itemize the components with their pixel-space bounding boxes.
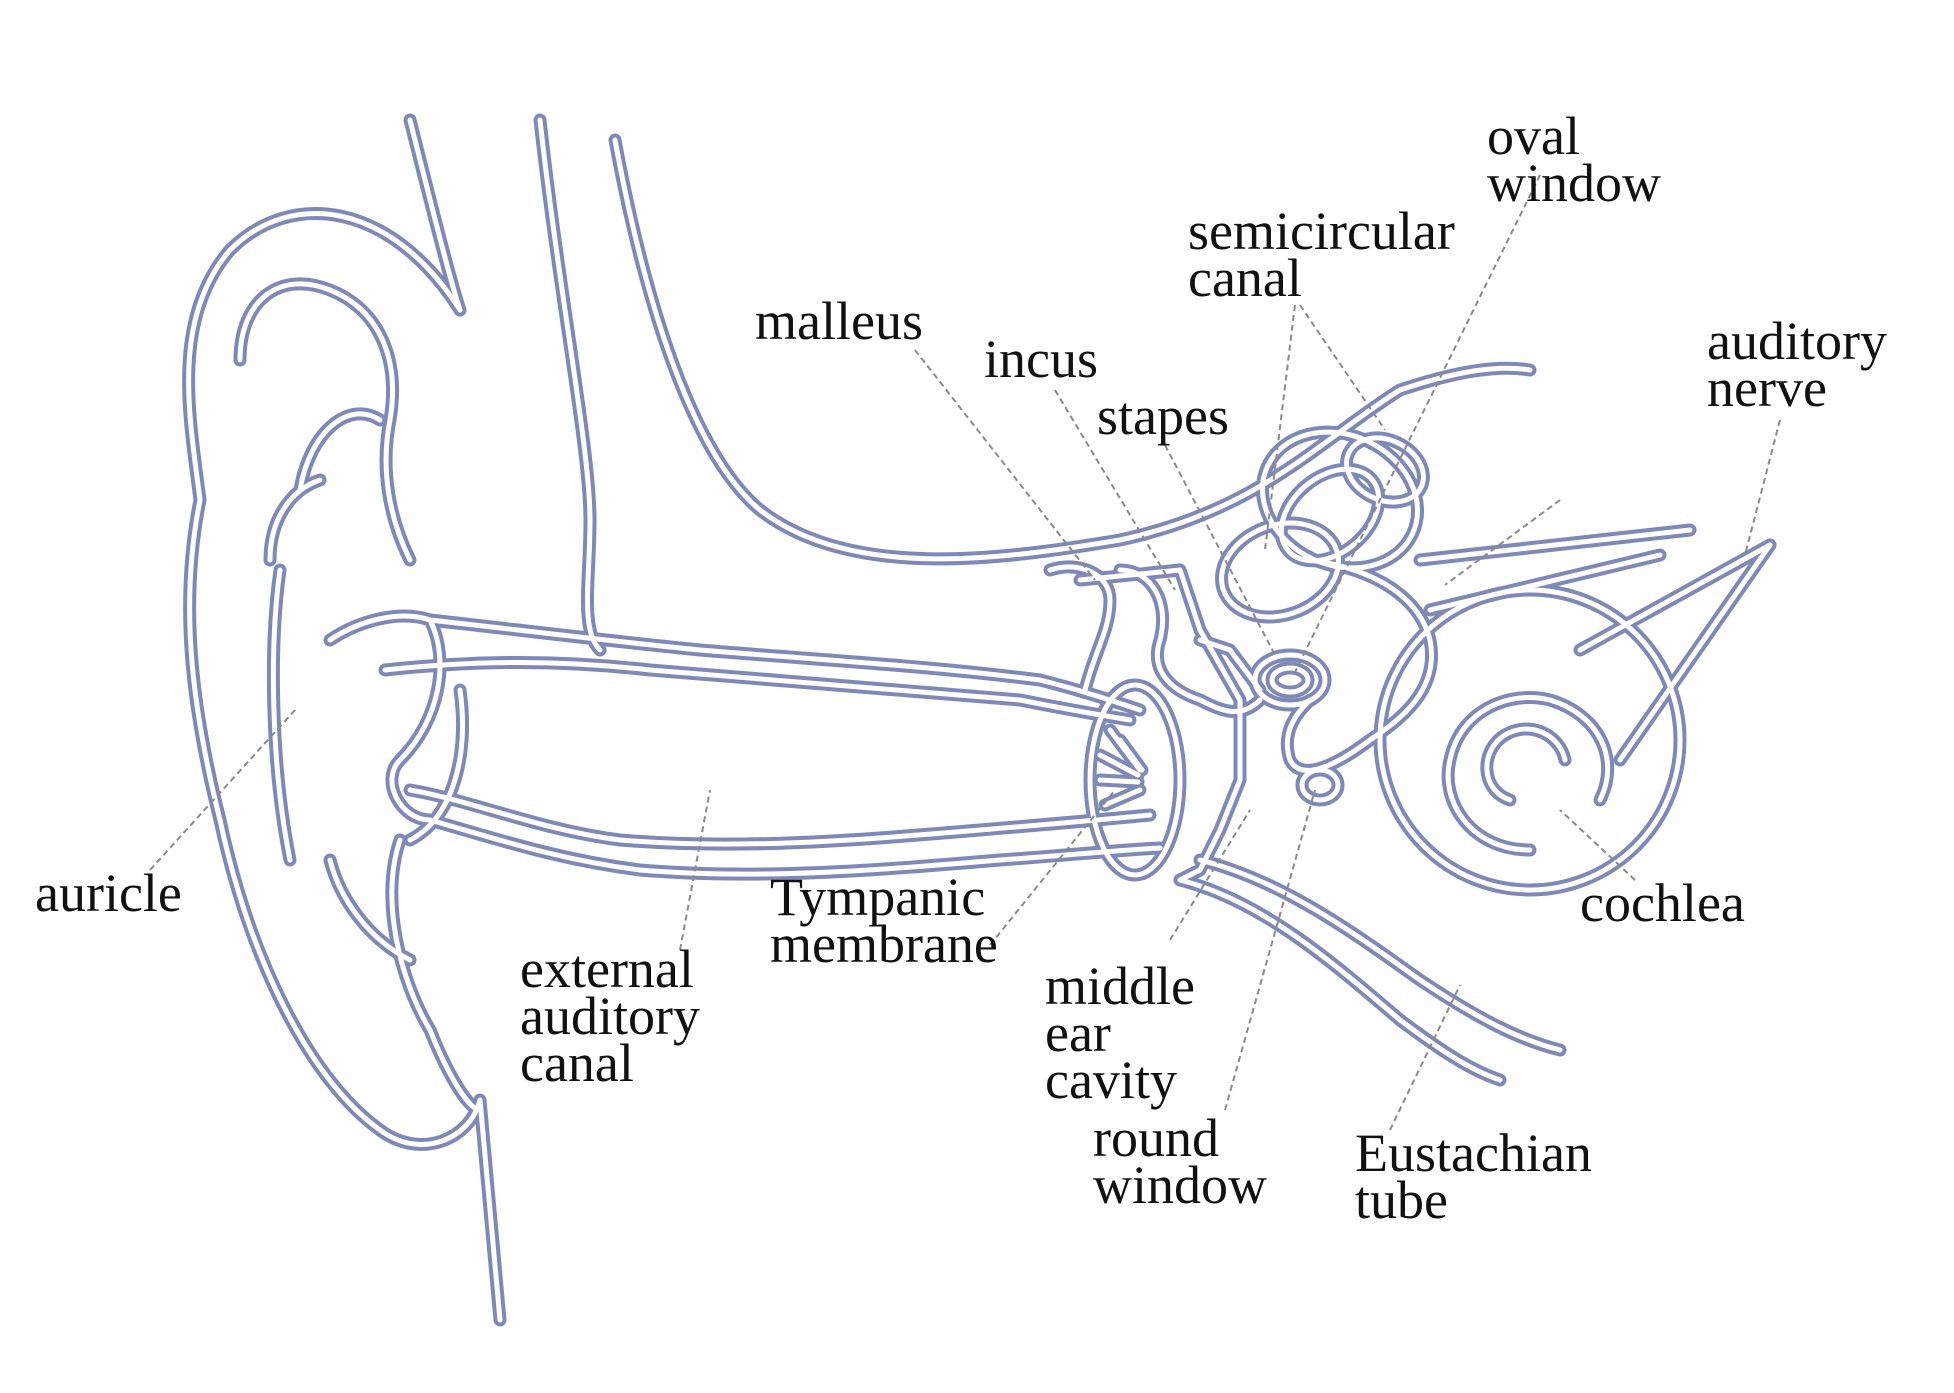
leader-auditory-nerve-inner [1444, 499, 1561, 586]
leader-semicircular-canal-a [1264, 304, 1296, 551]
label-external-auditory-canal: external auditory canal [520, 939, 700, 1093]
label-semicircular-canal: semicircular canal [1188, 201, 1455, 308]
leader-oval-window [1294, 174, 1541, 673]
label-stapes: stapes [1097, 386, 1229, 446]
label-round-window: round window [1093, 1108, 1267, 1215]
leader-eustachian-tube [1389, 984, 1461, 1131]
label-incus: incus [984, 329, 1098, 389]
leader-malleus [914, 349, 1096, 581]
label-oval-window: oval window [1487, 106, 1661, 213]
label-eustachian-tube: Eustachian tube [1355, 1123, 1592, 1230]
label-auditory-nerve: auditory nerve [1707, 311, 1887, 418]
leader-middle-ear-cavity [1169, 809, 1251, 941]
leader-semicircular-canal-b [1299, 304, 1386, 431]
label-tympanic-membrane: Tympanic membrane [770, 867, 998, 974]
leader-auricle [149, 709, 296, 871]
eustachian-tube-bottom [1173, 873, 1507, 1087]
leader-tympanic-membrane [989, 789, 1116, 946]
label-malleus: malleus [755, 291, 923, 351]
leader-external-auditory-canal [679, 789, 711, 951]
leader-auditory-nerve [1744, 419, 1781, 556]
label-cochlea: cochlea [1580, 873, 1745, 933]
leader-cochlea [1559, 809, 1636, 881]
leader-incus [1054, 389, 1176, 591]
label-auricle: auricle [35, 863, 182, 923]
leader-round-window [1224, 789, 1316, 1111]
label-middle-ear-cavity: middle ear cavity [1045, 956, 1195, 1110]
